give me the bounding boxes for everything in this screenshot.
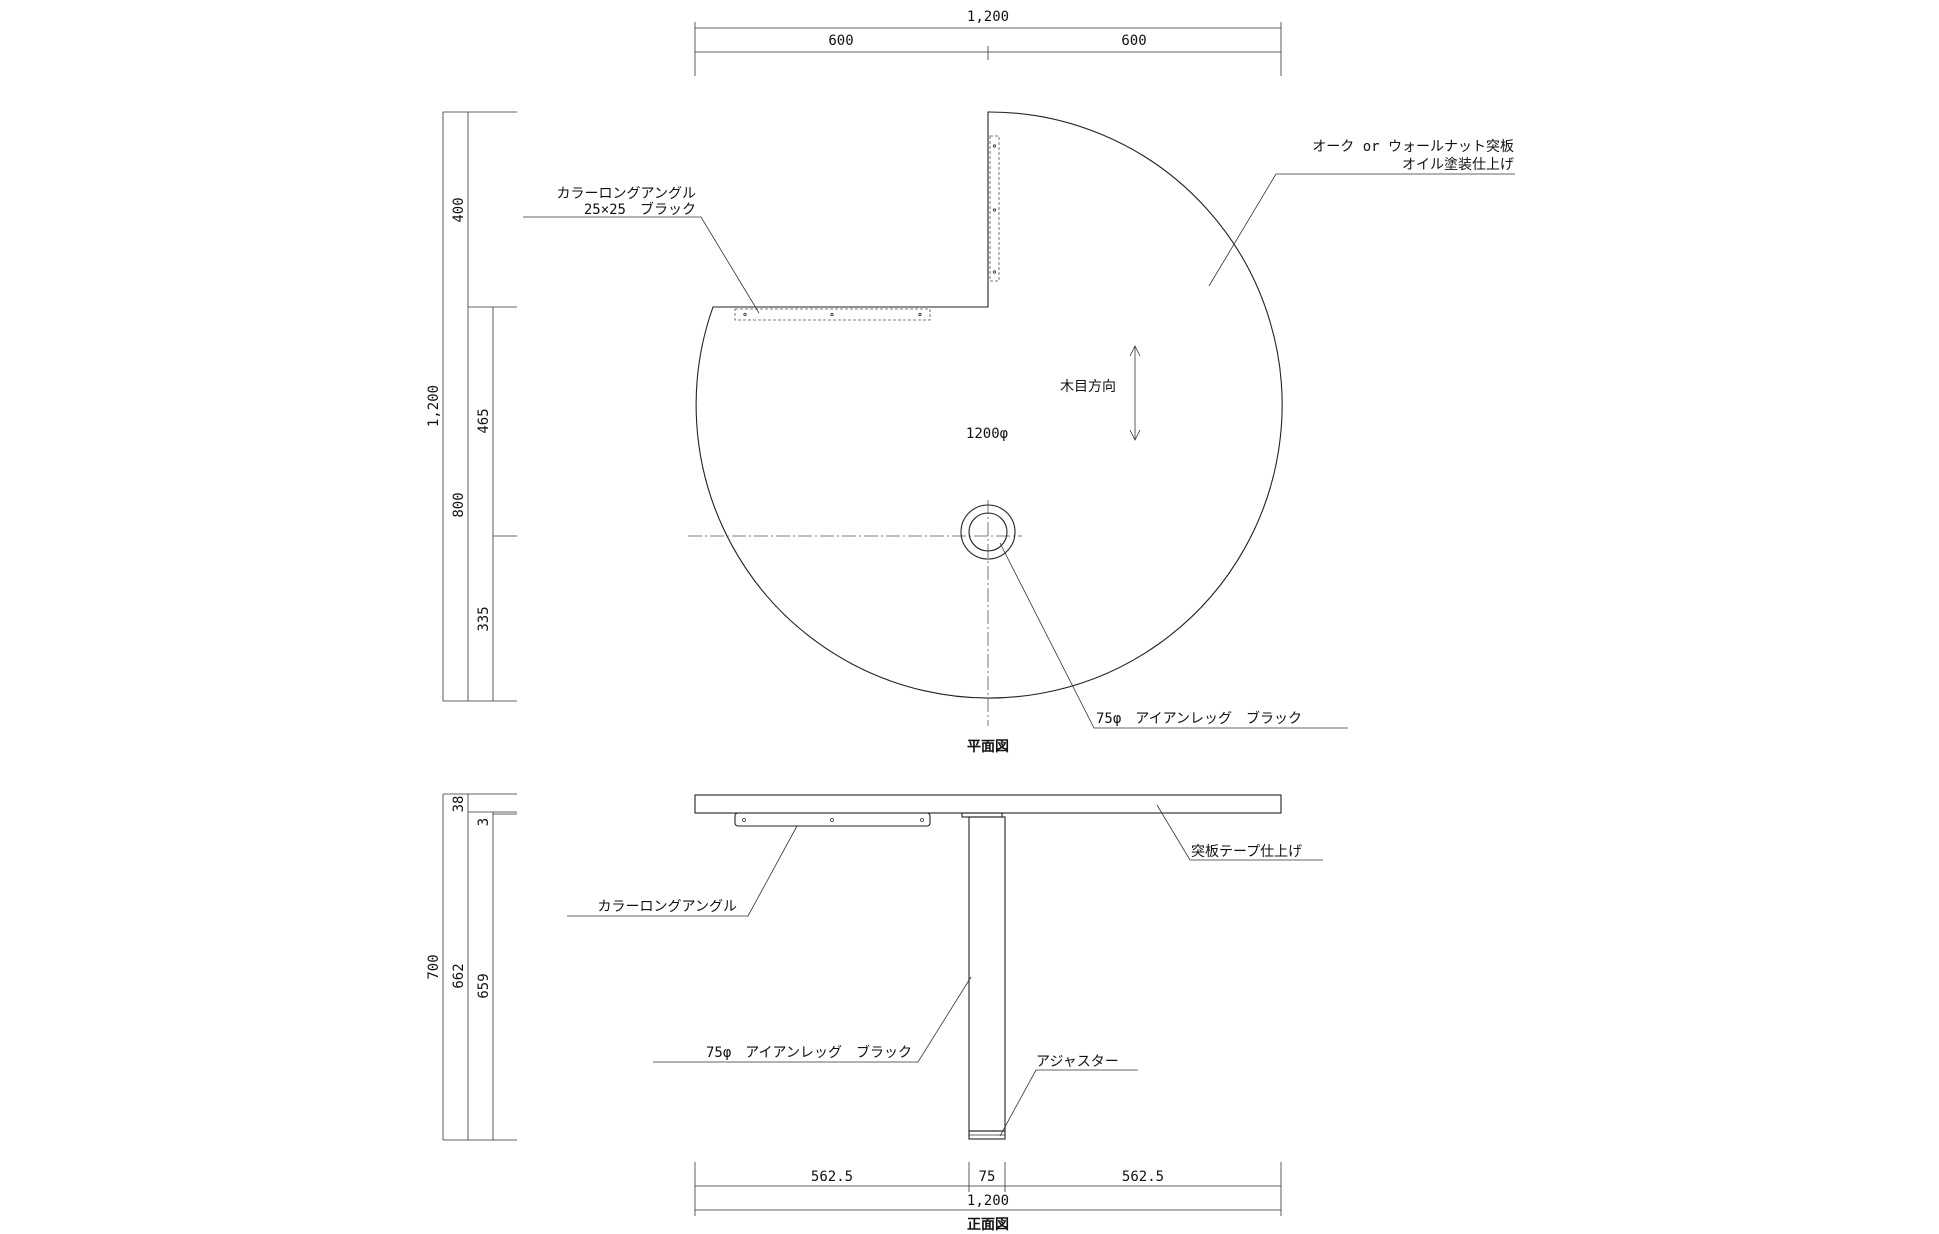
front-left-dimensions: 700 38 3 662 659 xyxy=(426,793,517,1141)
grain-direction-label: 木目方向 xyxy=(1060,379,1116,395)
front-dim-bottom-right: 562.5 xyxy=(1122,1169,1164,1185)
angle-leader-line xyxy=(523,216,760,314)
front-dim-gap: 3 xyxy=(476,818,492,826)
plan-dim-left-total: 1,200 xyxy=(426,385,442,427)
diameter-label: 1200φ xyxy=(966,426,1008,442)
material-leader-line xyxy=(1208,173,1515,287)
plan-dim-top-left: 600 xyxy=(828,33,853,49)
front-dim-bottom-mid: 75 xyxy=(979,1169,996,1185)
plan-dim-top-right: 600 xyxy=(1121,33,1146,49)
material-label-line1: オーク or ウォールナット突板 xyxy=(1312,139,1514,155)
front-dim-bottom-total: 1,200 xyxy=(967,1193,1009,1209)
plan-dim-left-upper: 400 xyxy=(451,197,467,222)
front-leg-leader-line xyxy=(653,976,972,1063)
front-leg xyxy=(961,812,1006,1140)
front-dim-height-a: 662 xyxy=(451,963,467,988)
plan-view-title: 平面図 xyxy=(967,739,1009,755)
adjuster-label: アジャスター xyxy=(1036,1054,1119,1070)
plan-angle-bracket-vertical xyxy=(989,135,1000,282)
plan-dim-left-mid-lower: 335 xyxy=(476,606,492,631)
angle-label-line1: カラーロングアングル xyxy=(557,186,696,202)
front-dim-height-b: 659 xyxy=(476,973,492,998)
plan-leg-label: 75φ アイアンレッグ ブラック xyxy=(1096,710,1302,727)
front-dim-top-thickness: 38 xyxy=(451,796,467,813)
front-dim-left-total: 700 xyxy=(426,954,442,979)
front-view: 700 38 3 662 659 突板テープ仕上げ カラーロングアングル xyxy=(426,793,1323,1233)
angle-label-line2: 25×25 ブラック xyxy=(584,201,696,218)
plan-top-dimensions: 1,200 600 600 xyxy=(694,9,1282,76)
front-angle-label: カラーロングアングル xyxy=(598,899,737,915)
plan-dim-left-lower: 800 xyxy=(451,492,467,517)
plan-view: 1,200 600 600 1,200 400 800 465 335 xyxy=(426,9,1515,755)
front-bottom-dimensions: 562.5 75 562.5 1,200 xyxy=(694,1162,1282,1216)
front-tabletop xyxy=(694,794,1282,814)
wood-grain-arrow-icon xyxy=(1129,345,1141,441)
plan-leg-outer-circle xyxy=(960,504,1016,560)
front-dim-bottom-left: 562.5 xyxy=(811,1169,853,1185)
plan-leg-inner-circle xyxy=(968,512,1008,552)
plan-dim-left-mid-upper: 465 xyxy=(476,408,492,433)
edge-finish-label: 突板テープ仕上げ xyxy=(1191,844,1302,860)
material-label-line2: オイル塗装仕上げ xyxy=(1402,156,1514,173)
edge-leader-line xyxy=(1156,804,1323,861)
plan-leg-leader-line xyxy=(999,542,1348,729)
front-view-title: 正面図 xyxy=(967,1217,1009,1233)
front-leg-label: 75φ アイアンレッグ ブラック xyxy=(706,1044,912,1061)
plan-angle-bracket-horizontal xyxy=(734,308,931,321)
adjuster-leader-line xyxy=(999,1069,1138,1137)
plan-left-dimensions: 1,200 400 800 465 335 xyxy=(426,111,517,702)
plan-dim-top-total: 1,200 xyxy=(967,9,1009,25)
front-angle-bracket xyxy=(734,812,931,827)
plan-tabletop-outline xyxy=(695,111,1283,699)
front-angle-leader-line xyxy=(567,825,798,917)
